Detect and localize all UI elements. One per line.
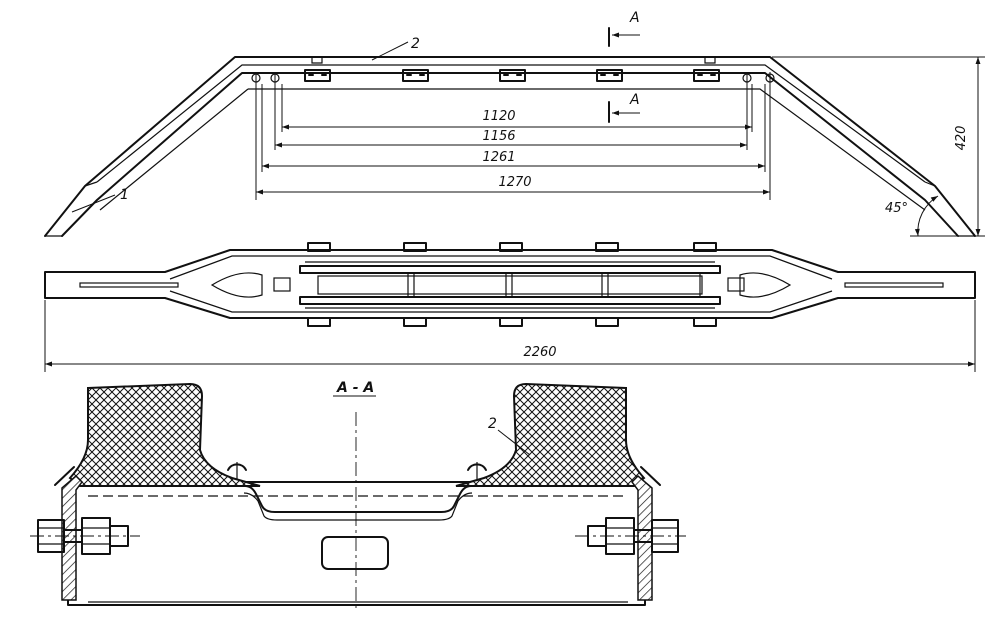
dim-2260: 2260: [523, 345, 556, 360]
section-mark-top: A: [629, 10, 640, 26]
rubber-pad-right: [455, 382, 646, 487]
section-cut-marker: A A: [608, 10, 640, 123]
clamp-block: [304, 69, 331, 82]
rubber-pad-left: [68, 382, 261, 487]
dim-420: 420: [954, 126, 969, 151]
bolt-left: [30, 517, 140, 555]
rivet-right: [467, 462, 487, 480]
dim-1120: 1120: [482, 109, 515, 124]
dim-1156: 1156: [482, 129, 515, 144]
rivet-left: [227, 462, 247, 480]
section-mark-bottom: A: [629, 92, 640, 108]
clamp-block: [499, 69, 526, 82]
side-view: 1120 1156 1261 1270 A A 420 45° 1 2: [44, 10, 985, 237]
part-label-2: 2: [411, 36, 420, 52]
dim-1270: 1270: [498, 175, 531, 190]
angle-45: 45°: [885, 201, 908, 216]
clamp-block: [402, 69, 429, 82]
clamp-block: [693, 69, 720, 82]
part-label-1: 1: [120, 187, 129, 203]
clamp-tab-row-top: [307, 242, 717, 252]
part-label-2-section: 2: [488, 416, 497, 432]
section-title: А - А: [336, 380, 374, 396]
plan-view: 2260: [44, 242, 976, 372]
clamp-block: [596, 69, 623, 82]
section-a-a: А - А: [30, 380, 686, 612]
bolt-right: [575, 517, 686, 555]
clamp-tab-row-bottom: [307, 317, 717, 327]
side-plate-right: [631, 474, 653, 601]
side-plate-left: [61, 474, 83, 601]
dim-1261: 1261: [482, 150, 515, 165]
